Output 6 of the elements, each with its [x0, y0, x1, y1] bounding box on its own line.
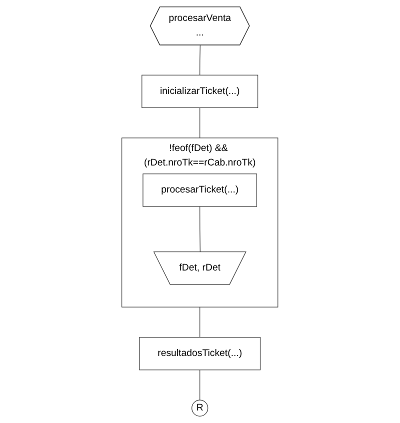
- node-box: inicializarTicket(...): [142, 74, 258, 108]
- node-box: procesarTicket(...): [142, 174, 258, 207]
- node-circle: R: [192, 400, 208, 416]
- connector: [200, 206, 201, 252]
- connector: [200, 44, 201, 76]
- node-box: resultadosTicket(...): [139, 336, 261, 370]
